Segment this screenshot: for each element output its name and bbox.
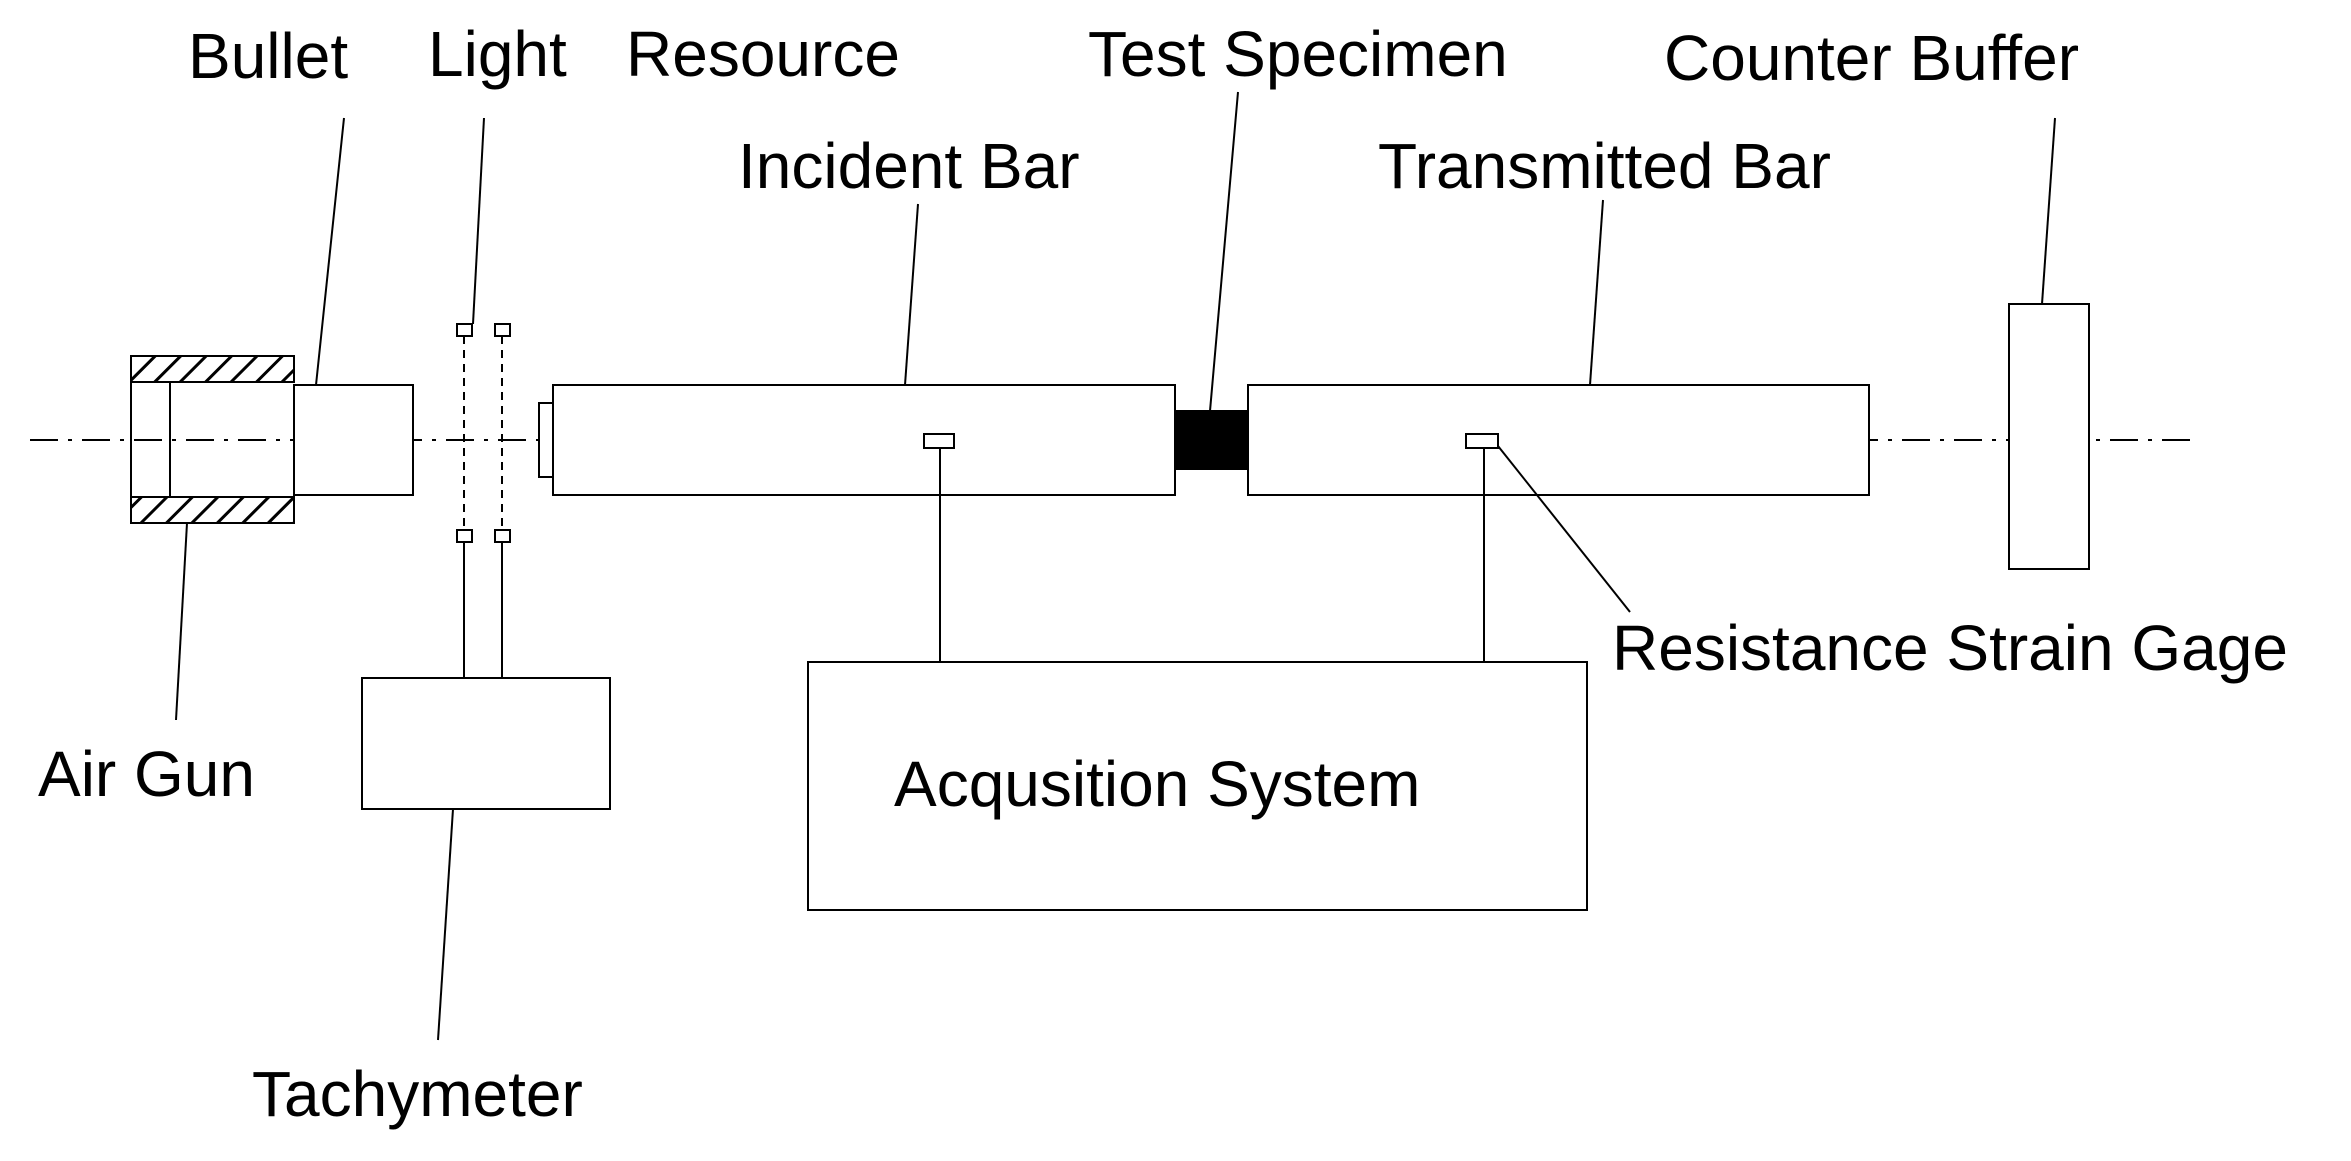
light-receiver-1 [456, 529, 473, 543]
label-counter-buffer: Counter Buffer [1664, 22, 2079, 94]
leader-strain-gage [1497, 445, 1631, 613]
tachymeter-box [361, 677, 611, 810]
air-gun [130, 355, 295, 524]
acquisition-system-box [807, 661, 1588, 911]
leader-transmitted-bar [1589, 199, 1604, 386]
transmitted-bar [1247, 384, 1870, 496]
leader-test-specimen [1209, 91, 1239, 412]
label-air-gun: Air Gun [38, 738, 255, 810]
incident-bar-end-cap [538, 402, 555, 478]
label-resource: Resource [626, 18, 900, 90]
label-test-specimen: Test Specimen [1088, 18, 1508, 90]
air-gun-hatch-bottom [130, 496, 295, 524]
leader-counter-buffer [2041, 117, 2056, 305]
leader-tachymeter [437, 808, 454, 1041]
leader-incident-bar [904, 203, 919, 386]
counter-buffer [2008, 303, 2090, 570]
air-gun-hatch-top [130, 355, 295, 383]
label-bullet: Bullet [188, 20, 348, 92]
label-acquisition-system: Acqusition System [894, 748, 1420, 820]
light-receiver-2 [494, 529, 511, 543]
label-light: Light [428, 18, 567, 90]
incident-bar [552, 384, 1176, 496]
label-tachymeter: Tachymeter [252, 1058, 583, 1130]
light-emitter-1 [456, 323, 473, 337]
transmitted-bar-strain-gage [1465, 433, 1499, 449]
bullet [293, 384, 414, 496]
light-resource [456, 323, 511, 543]
leader-air-gun [175, 522, 188, 721]
light-emitter-2 [494, 323, 511, 337]
label-resistance-strain-gage: Resistance Strain Gage [1612, 612, 2288, 684]
leader-light [472, 117, 485, 325]
test-specimen [1174, 410, 1249, 470]
incident-bar-strain-gage [923, 433, 955, 449]
label-transmitted-bar: Transmitted Bar [1378, 130, 1831, 202]
label-incident-bar: Incident Bar [738, 130, 1080, 202]
leader-bullet [315, 117, 345, 386]
